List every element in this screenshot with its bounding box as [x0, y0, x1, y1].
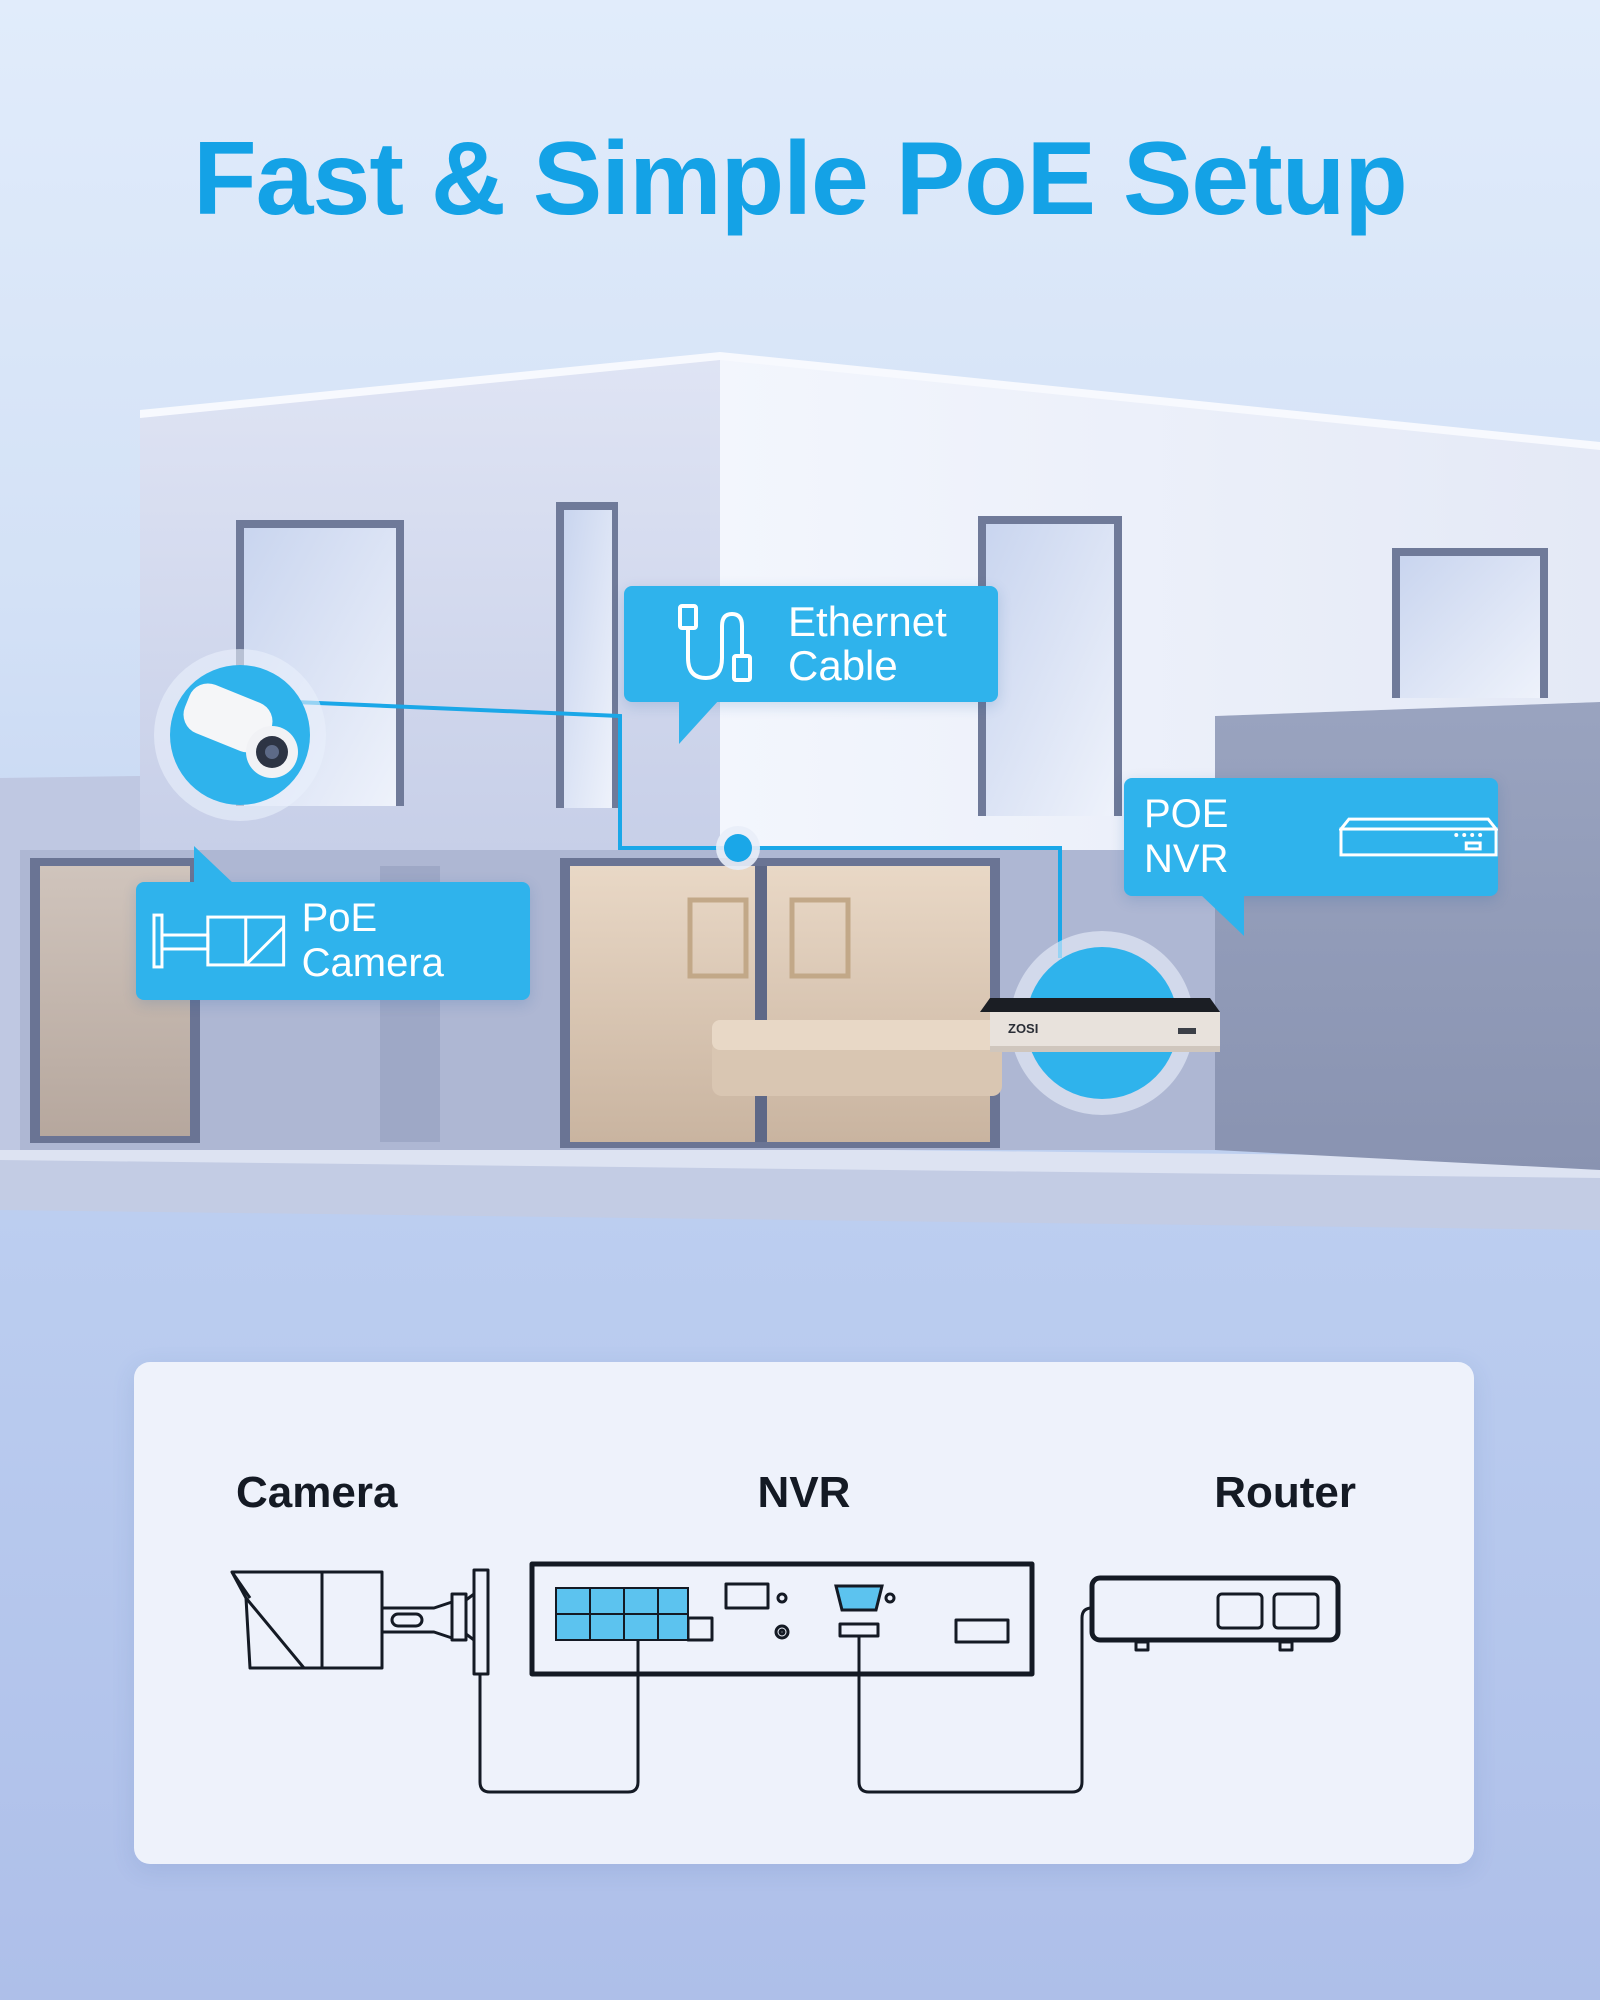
ethernet-cable-icon: [678, 604, 752, 682]
poe-nvr-callout: POE NVR: [1124, 778, 1498, 936]
nvr-label: NVR: [757, 1468, 851, 1517]
poe-ports: [555, 1587, 689, 1641]
router-outline-icon: [1089, 1575, 1341, 1652]
vga-port-icon: [834, 1584, 884, 1612]
house-scene: ZOSI: [0, 352, 1600, 1230]
ethernet-label-line1: Ethernet: [788, 598, 947, 645]
poe-nvr-label: POE NVR: [1144, 792, 1229, 881]
camera-device-icon: [183, 683, 298, 778]
nvr-brand-label: ZOSI: [1008, 1021, 1038, 1036]
nvr-rear-panel-icon: [529, 1561, 1035, 1677]
router-label: Router: [1214, 1468, 1356, 1517]
ethernet-label-line2: Cable: [788, 642, 898, 689]
ethernet-cable-callout: Ethernet Cable: [624, 586, 998, 744]
wiring-diagram: [230, 1561, 1341, 1794]
connection-diagram-card: Camera NVR Router: [134, 1362, 1474, 1864]
page-title: Fast & Simple PoE Setup: [193, 121, 1408, 237]
nvr-device-icon: [980, 998, 1220, 1052]
camera-label: Camera: [236, 1468, 398, 1517]
poe-camera-callout: PoE Camera: [136, 846, 530, 1000]
nvr-outline-icon: [1338, 817, 1498, 857]
camera-outline-icon: [230, 1568, 490, 1676]
camera-outline-icon: [152, 913, 286, 969]
poe-camera-label: PoE Camera: [301, 896, 444, 985]
